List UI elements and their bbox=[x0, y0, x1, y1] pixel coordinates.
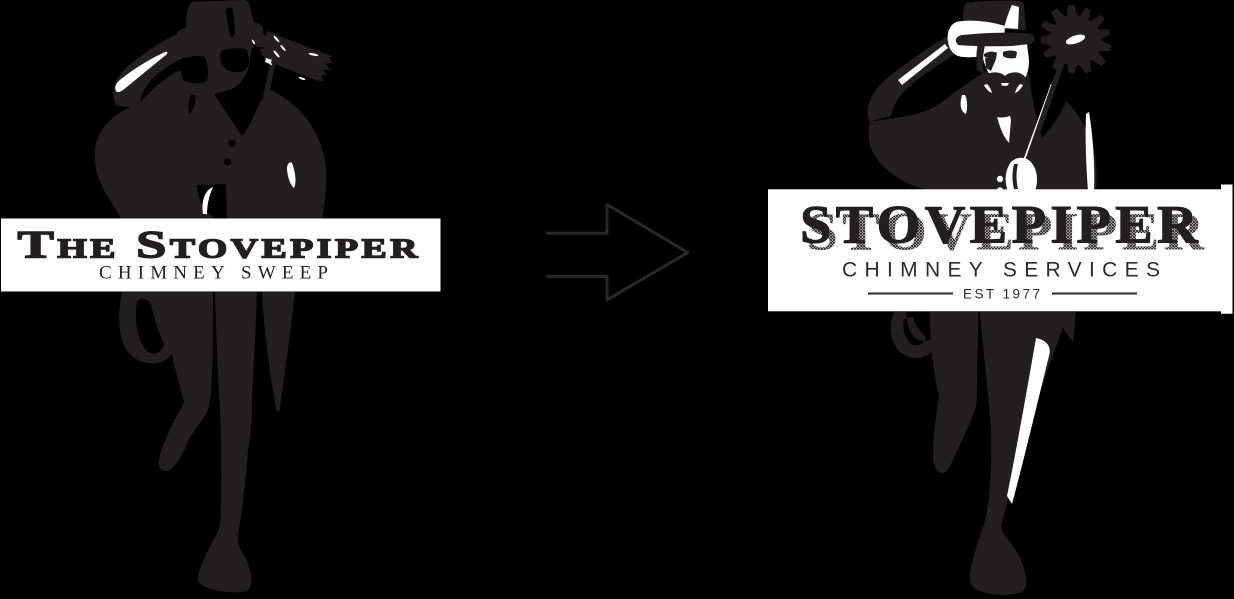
svg-text:CHIMNEY SWEEP: CHIMNEY SWEEP bbox=[99, 263, 328, 284]
svg-text:The Stovepiper: The Stovepiper bbox=[18, 223, 422, 266]
svg-text:STOVEPIPER: STOVEPIPER bbox=[807, 202, 1209, 262]
svg-text:STOVEPIPER: STOVEPIPER bbox=[800, 195, 1202, 255]
